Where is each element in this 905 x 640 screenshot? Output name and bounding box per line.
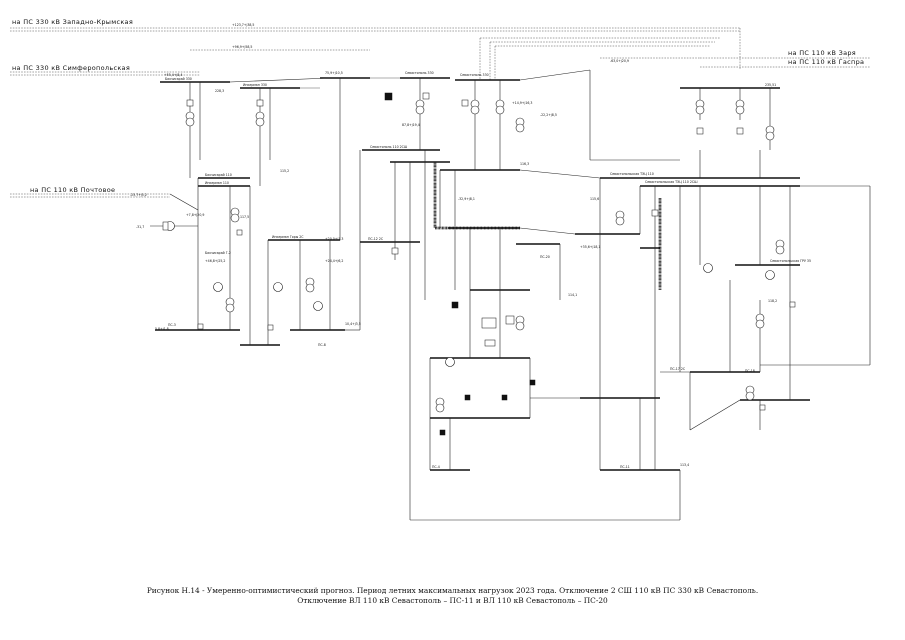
voltage-label-8: 118,2 <box>768 299 777 303</box>
feed-label-simferopolskaya: на ПС 330 кВ Симферопольская <box>12 64 130 72</box>
label-sevastopol-110: Севастополь 110 2СШ <box>370 145 408 149</box>
label-inkerman-110: Инкерман 110 <box>205 181 229 185</box>
label-ps-17: ПС-17 2С <box>670 367 686 371</box>
label-ps-3: ПС-3 <box>168 323 176 327</box>
connection-lines <box>150 69 871 521</box>
flow-label-17: 10,4+j3,5 <box>345 322 361 326</box>
label-ps-11: ПС-11 <box>620 465 630 469</box>
label-ps-18: ПС-18 <box>745 369 755 373</box>
label-sevastopol-330-a: Севастополь 330 <box>405 71 434 75</box>
voltage-label-2: 115,2 <box>280 169 289 173</box>
label-sevastopolskaya-tec: Севастопольская ТЭЦ 110 <box>610 172 654 176</box>
flow-label-18: 5,8+j1,8 <box>155 327 169 331</box>
feed-label-zapadno-krymskaya: на ПС 330 кВ Западно-Крымская <box>12 18 133 26</box>
label-sevastopolskaya-tec2: Севастопольская ТЭЦ 110 2СШ <box>645 180 698 184</box>
voltage-label-9: 235,51 <box>765 83 776 87</box>
label-ps-20: ПС-20 <box>540 255 550 259</box>
hatched-lines <box>433 162 662 290</box>
flow-label-9: +7,8+j20,9 <box>186 213 204 217</box>
flow-label-12: +14,9+j16,3 <box>512 101 532 105</box>
flow-label-6: 87,8+j19,4 <box>402 123 420 127</box>
switches <box>162 92 796 436</box>
buses-110 <box>155 149 810 471</box>
caption-line-2: Отключение ВЛ 110 кВ Севастополь – ПС-11… <box>297 596 608 605</box>
label-sevastopolskaya-gru: Севастопольская ГРУ 35 <box>770 259 811 263</box>
flow-label-10: +46,8+j25,2 <box>205 259 225 263</box>
label-bakhchisaray-110: Бахчисарай 110 <box>205 173 232 177</box>
voltage-label-5: 114,1 <box>568 293 577 297</box>
flow-label-16: +24,4+j6,2 <box>325 259 343 263</box>
flow-label-8: -31,7 <box>136 225 144 229</box>
flow-label-5: +55,4+j8,4 <box>164 73 182 77</box>
label-ps-12: ПС-12 2С <box>368 237 384 241</box>
label-bakhchisaray-330: Бахчисарай 330 <box>165 77 192 81</box>
flow-label-4: 75,9+j10,5 <box>325 71 343 75</box>
label-inkerman-330: Инкерман 330 <box>243 83 267 87</box>
flow-label-3: -63,0+j20,9 <box>610 59 629 63</box>
voltage-label-4: 117,5 <box>240 215 249 219</box>
flow-label-15: +20,0+j1,3 <box>325 237 343 241</box>
label-ps-8: ПС-8 <box>318 343 326 347</box>
flow-label-11: -32,9+j8,1 <box>458 197 475 201</box>
flow-label-13: -22,2+j8,5 <box>540 113 557 117</box>
flow-label-7: -23,7+j5,2 <box>130 193 147 197</box>
transformers <box>185 99 785 413</box>
voltage-label-1: 228,3 <box>215 89 224 93</box>
figure-caption: Рисунок Н.14 - Умеренно-оптимистический … <box>0 586 905 606</box>
feed-label-gaspra: на ПС 110 кВ Гаспра <box>788 58 864 66</box>
flow-label-2: +96,9+j58,5 <box>232 45 252 49</box>
flow-label-14: +35,6+j18,1 <box>580 245 600 249</box>
external-lines <box>10 27 870 198</box>
caption-line-1: Рисунок Н.14 - Умеренно-оптимистический … <box>146 586 759 595</box>
label-sevastopol-330-b: Севастополь 330 <box>460 73 489 77</box>
label-bakhchisaray-ges: Бахчисарай Г-2 <box>205 251 231 255</box>
flow-label-1: +123,7+j38,5 <box>232 23 254 27</box>
label-inkerman-gory: Инкерман Горы 2С <box>272 235 304 239</box>
generators <box>165 221 775 367</box>
label-ps-4: ПС-4 <box>432 465 440 469</box>
feed-label-zarya: на ПС 110 кВ Заря <box>788 49 856 57</box>
feed-label-pochtovoe: на ПС 110 кВ Почтовое <box>30 186 115 194</box>
voltage-label-6: 113,4 <box>680 463 689 467</box>
voltage-label-7: 115,6 <box>590 197 599 201</box>
voltage-label-3: 116,3 <box>520 162 529 166</box>
